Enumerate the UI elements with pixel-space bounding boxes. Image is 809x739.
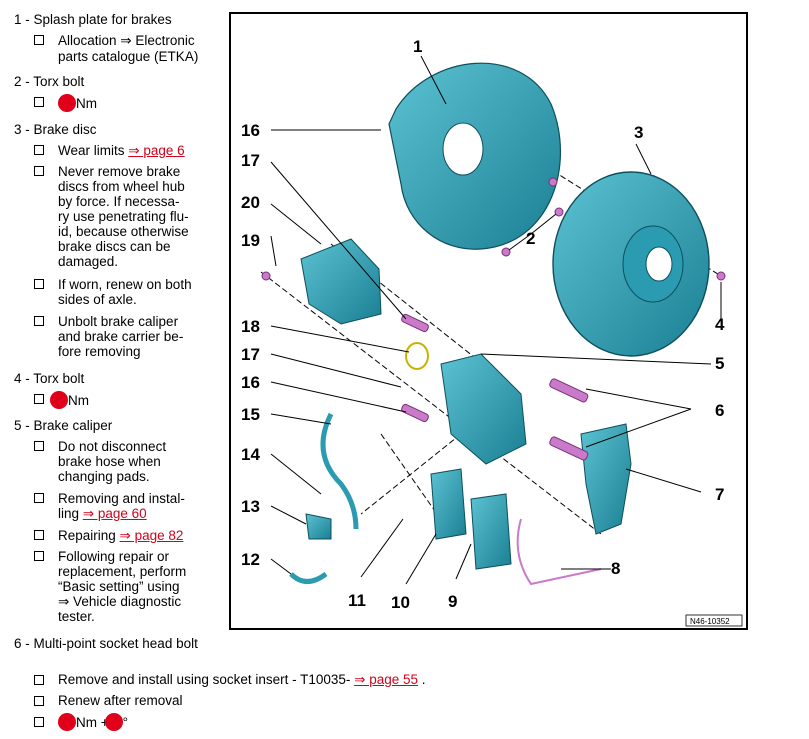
spring-clip bbox=[516, 518, 602, 586]
callout-8: 8 bbox=[611, 559, 620, 578]
brake-disc bbox=[552, 171, 710, 357]
heading-item-4: 4 - Torx bolt bbox=[14, 371, 85, 386]
checkbox bbox=[34, 493, 44, 503]
callout-17b: 17 bbox=[241, 345, 260, 364]
callout-14: 14 bbox=[241, 445, 260, 464]
list-item: Renew after removal bbox=[58, 693, 183, 708]
checkbox bbox=[34, 97, 44, 107]
page-link[interactable]: ⇒ page 6 bbox=[128, 143, 185, 158]
brake-carrier bbox=[580, 423, 632, 535]
brake-assembly-drawing: 1 2 3 4 5 6 7 8 9 10 11 12 13 14 15 16 1… bbox=[241, 37, 743, 627]
callout-7: 7 bbox=[715, 485, 724, 504]
list-item: If worn, renew on both sides of axle. bbox=[58, 277, 192, 307]
checkbox bbox=[34, 675, 44, 685]
redacted-value-dot bbox=[58, 713, 76, 731]
callout-5: 5 bbox=[715, 354, 724, 373]
callout-12: 12 bbox=[241, 550, 260, 569]
list-item: Wear limits ⇒ page 6 bbox=[58, 143, 185, 158]
torque-value: Nm bbox=[50, 391, 89, 409]
list-item: Never remove brake discs from wheel hub … bbox=[58, 164, 189, 269]
callout-9: 9 bbox=[448, 592, 457, 611]
checkbox bbox=[34, 35, 44, 45]
heading-item-6: 6 - Multi-point socket head bolt bbox=[14, 636, 198, 651]
redacted-value-dot bbox=[58, 94, 76, 112]
redacted-value-dot bbox=[50, 391, 68, 409]
brake-hose bbox=[289, 412, 359, 584]
brake-caliper bbox=[300, 238, 527, 465]
callout-6: 6 bbox=[715, 401, 724, 420]
callout-15: 15 bbox=[241, 405, 260, 424]
checkbox bbox=[34, 441, 44, 451]
heading-item-3: 3 - Brake disc bbox=[14, 122, 97, 137]
callout-18: 18 bbox=[241, 317, 260, 336]
heading-item-5: 5 - Brake caliper bbox=[14, 418, 113, 433]
bolts bbox=[261, 177, 726, 461]
checkbox bbox=[34, 717, 44, 727]
checkbox bbox=[34, 316, 44, 326]
checkbox bbox=[34, 394, 44, 404]
list-item: Unbolt brake caliper and brake carrier b… bbox=[58, 314, 184, 359]
callout-17: 17 bbox=[241, 151, 260, 170]
callout-numbers: 1 2 3 4 5 6 7 8 9 10 11 12 13 14 15 16 1… bbox=[241, 37, 725, 612]
list-item: Following repair or replacement, perform… bbox=[58, 549, 187, 624]
brake-pads bbox=[430, 468, 512, 570]
list-item: Do not disconnect brake hose when changi… bbox=[58, 439, 167, 484]
checkbox bbox=[34, 166, 44, 176]
torque-value: Nm bbox=[58, 94, 97, 112]
callout-11: 11 bbox=[348, 591, 366, 610]
callout-16: 16 bbox=[241, 121, 260, 140]
checkbox bbox=[34, 530, 44, 540]
figure-code: N46-10352 bbox=[690, 617, 730, 626]
checkbox bbox=[34, 279, 44, 289]
list-item: Repairing ⇒ page 82 bbox=[58, 528, 184, 543]
callout-1: 1 bbox=[413, 37, 422, 56]
callout-3: 3 bbox=[634, 123, 643, 142]
callout-4: 4 bbox=[715, 315, 725, 334]
hose-bracket bbox=[305, 513, 332, 540]
list-item: Remove and install using socket insert -… bbox=[58, 672, 426, 687]
callout-16b: 16 bbox=[241, 373, 260, 392]
callout-10: 10 bbox=[391, 593, 410, 612]
exploded-view-figure: 1 2 3 4 5 6 7 8 9 10 11 12 13 14 15 16 1… bbox=[229, 12, 748, 630]
checkbox bbox=[34, 145, 44, 155]
page-link[interactable]: ⇒ page 60 bbox=[82, 506, 147, 521]
seal-ring bbox=[405, 342, 429, 370]
redacted-value-dot bbox=[104, 713, 123, 731]
torque-angle-value: Nm +° bbox=[58, 713, 128, 731]
list-item-continued: parts catalogue (ETKA) bbox=[58, 49, 199, 64]
figure-code-box bbox=[685, 614, 743, 627]
callout-19: 19 bbox=[241, 231, 260, 250]
callout-13: 13 bbox=[241, 497, 260, 516]
checkbox bbox=[34, 551, 44, 561]
list-item: Removing and instal- ling ⇒ page 60 bbox=[58, 491, 185, 521]
heading-item-1: 1 - Splash plate for brakes bbox=[14, 12, 172, 27]
page-link[interactable]: ⇒ page 82 bbox=[119, 528, 184, 543]
list-item: Allocation ⇒ Electronic bbox=[58, 33, 195, 48]
callout-2: 2 bbox=[526, 229, 535, 248]
leader-lines bbox=[270, 55, 722, 585]
callout-20: 20 bbox=[241, 193, 260, 212]
heading-item-2: 2 - Torx bolt bbox=[14, 74, 85, 89]
checkbox bbox=[34, 696, 44, 706]
splash-plate bbox=[388, 62, 562, 250]
page-link[interactable]: ⇒ page 55 bbox=[354, 672, 419, 687]
